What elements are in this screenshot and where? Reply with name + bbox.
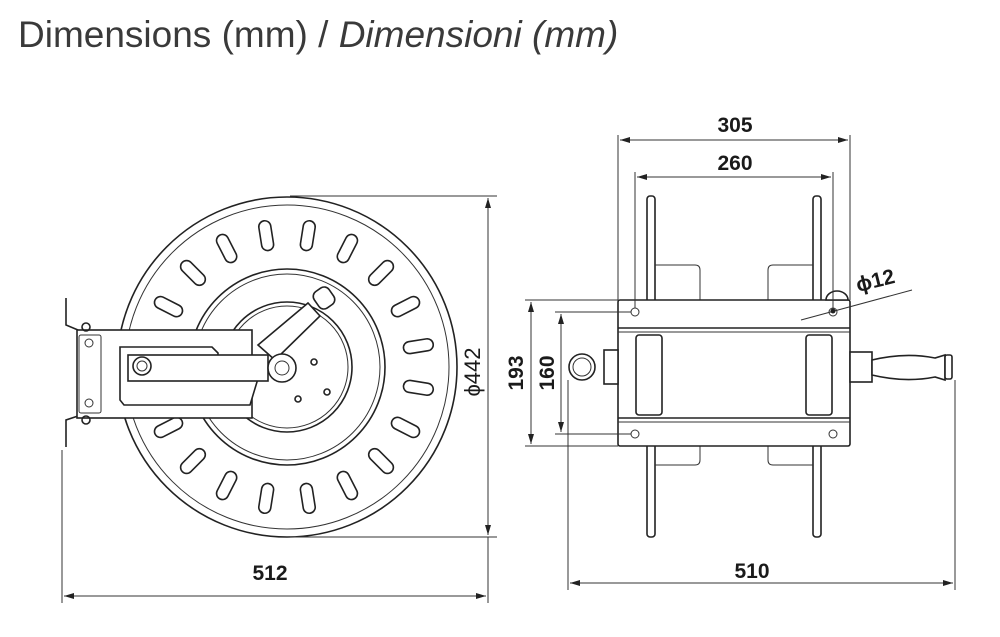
right-hub-plate	[767, 264, 813, 466]
dimension-160: 160	[536, 311, 631, 435]
reel-slot	[367, 259, 395, 287]
title-english: Dimensions (mm) /	[18, 14, 339, 55]
hole-boss	[825, 290, 849, 301]
diameter-442-label: ϕ442	[460, 347, 485, 396]
reel-slot	[299, 219, 317, 252]
dimension-442: ϕ442	[290, 195, 497, 538]
rivet	[294, 395, 302, 403]
reel-slot	[402, 337, 435, 355]
width-512-label: 512	[252, 562, 287, 585]
mount-hole	[828, 429, 838, 439]
reel-slot	[153, 416, 184, 439]
dimension-193: 193	[505, 299, 618, 447]
reel-slot	[336, 470, 359, 501]
reel-slot	[402, 379, 435, 397]
side-view-reel	[568, 195, 953, 538]
reel-slot	[179, 447, 207, 475]
hole-diameter-12-label: ϕ12	[854, 265, 898, 297]
left-hub-plate	[655, 264, 701, 466]
rivet	[323, 388, 331, 396]
hose-outlet	[312, 286, 336, 310]
right-bearing	[805, 334, 833, 416]
inlet-fitting	[603, 349, 619, 385]
width-305-label: 305	[717, 114, 752, 137]
reel-slot	[367, 447, 395, 475]
reel-slot	[390, 295, 421, 318]
swivel-joint-inner	[274, 360, 290, 376]
reel-slot	[257, 482, 275, 515]
bracket-foot-top	[65, 298, 79, 331]
dimension-305: 305	[617, 114, 851, 300]
reel-slot	[257, 219, 275, 252]
reel-slot	[299, 482, 317, 515]
inlet-swivel-inner	[572, 357, 592, 377]
bolt-hole	[84, 338, 94, 348]
bolt-hole	[84, 398, 94, 408]
bolt-head	[81, 415, 91, 425]
reel-slot	[153, 295, 184, 318]
leader-line	[800, 289, 913, 321]
reel-slot	[179, 259, 207, 287]
reel-slot	[390, 416, 421, 439]
bracket-foot-bottom	[65, 415, 79, 447]
bolt-head	[81, 322, 91, 332]
bracket-plate	[78, 334, 102, 414]
dimension-260: 260	[634, 152, 834, 308]
front-view-reel	[65, 196, 458, 538]
arm-pivot-inner	[136, 360, 148, 372]
dimension-512: 512	[61, 450, 489, 603]
arm-pivot	[132, 356, 152, 376]
swivel-elbow	[256, 301, 322, 362]
dimension-510: 510	[567, 380, 956, 590]
swivel-joint	[267, 353, 297, 383]
rivet	[310, 358, 318, 366]
crank-handle	[871, 353, 946, 382]
handle-end	[944, 354, 953, 380]
left-bearing	[635, 334, 663, 416]
reel-slot	[336, 233, 359, 264]
title-italian: Dimensioni (mm)	[338, 14, 619, 55]
reel-slot	[215, 470, 238, 501]
width-260-label: 260	[717, 152, 752, 175]
hole-marker	[830, 308, 836, 314]
arm	[127, 354, 269, 382]
height-193-label: 193	[505, 355, 528, 390]
page-title: Dimensions (mm) / Dimensioni (mm)	[18, 14, 618, 56]
width-510-label: 510	[734, 560, 769, 583]
height-160-label: 160	[536, 355, 559, 390]
reel-slot	[215, 233, 238, 264]
crank-hub	[849, 351, 873, 383]
